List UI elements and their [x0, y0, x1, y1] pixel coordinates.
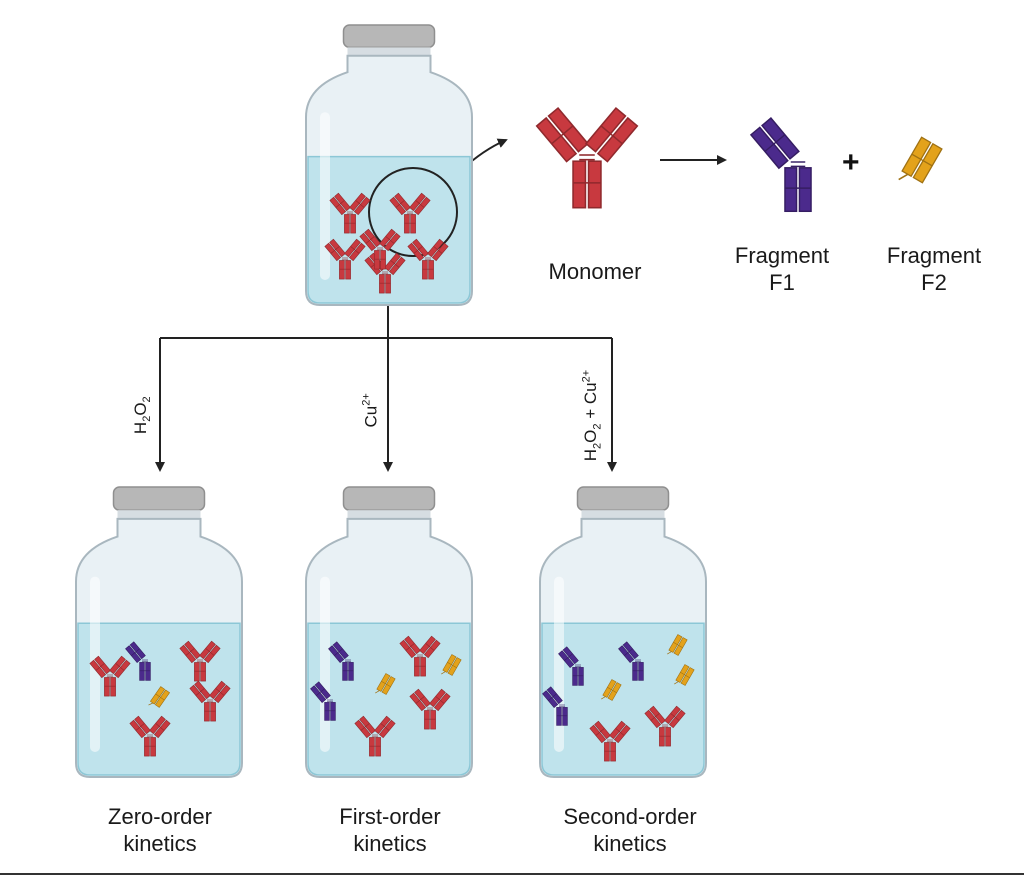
- reagent-combo-sub1: 2: [591, 442, 604, 449]
- bottle-cap: [576, 486, 670, 511]
- zero-antibody-3: [189, 680, 231, 722]
- monomer-antibody: [535, 106, 639, 209]
- source-antibody-4: [407, 238, 449, 280]
- source-antibody-0: [329, 192, 371, 234]
- bottle-cap: [112, 486, 206, 511]
- zero-antibody-1: [179, 640, 221, 682]
- kinetics-label-zero: Zero-order kinetics: [70, 803, 250, 857]
- kinetics-label-second: Second-order kinetics: [530, 803, 730, 857]
- fragment-f1-label-line1: Fragment: [734, 243, 830, 268]
- first-f2-1: [375, 673, 396, 695]
- zero-antibody-2: [129, 715, 171, 757]
- reagent-h2o2-sub1: 2: [141, 415, 154, 422]
- kinetics-second-line1: Second-order: [563, 804, 697, 829]
- reagent-combo-o: O: [581, 429, 601, 443]
- bottle-neck-ring: [581, 510, 665, 521]
- zoom-circle: [368, 167, 458, 257]
- fragment-f2-label-line1: Fragment: [886, 243, 982, 268]
- source-antibody-1: [389, 192, 431, 234]
- reagent-h2o2-sub2: 2: [141, 396, 154, 403]
- fragment-f1-label-line2: F1: [769, 270, 795, 295]
- fragment-f2-shape: [898, 136, 943, 184]
- second-f2-0: [667, 634, 688, 656]
- kinetics-first-line2: kinetics: [353, 831, 427, 856]
- second-f1-0: [558, 646, 584, 686]
- first-antibody-2: [354, 715, 396, 757]
- second-antibody-1: [644, 705, 686, 747]
- zero-f2-0: [148, 686, 171, 708]
- first-f1-0: [328, 641, 354, 681]
- fragment-f1-label: Fragment F1: [712, 242, 852, 296]
- second-f2-2: [601, 679, 622, 701]
- first-antibody-1: [409, 688, 451, 730]
- reagent-combo-h: H: [581, 448, 601, 462]
- bottle-neck-ring: [117, 510, 201, 521]
- bottle-cap: [342, 24, 436, 49]
- reagent-label-cu: Cu2+: [361, 385, 382, 435]
- fragment-f1-shape: [749, 117, 812, 213]
- reagent-h2o2-o: O: [130, 402, 150, 416]
- bottle-liquid: [307, 622, 471, 776]
- bottle-neck-ring: [347, 47, 431, 58]
- kinetics-first-line1: First-order: [339, 804, 441, 829]
- kinetics-label-first: First-order kinetics: [300, 803, 480, 857]
- first-f2-0: [441, 654, 462, 676]
- second-antibody-0: [589, 720, 631, 762]
- reagent-combo-cu: + Cu: [581, 382, 601, 424]
- zero-f1-0: [125, 641, 151, 681]
- reagent-label-combo: H2O2 + Cu2+: [580, 356, 603, 476]
- second-f2-1: [674, 664, 695, 686]
- source-antibody-5: [359, 228, 401, 270]
- plus-sign: +: [842, 146, 860, 179]
- kinetics-zero-line1: Zero-order: [108, 804, 212, 829]
- reagent-label-h2o2: H2O2: [131, 385, 153, 445]
- reagent-combo-sub2: 2: [591, 423, 604, 430]
- reagent-h2o2-h: H: [130, 421, 150, 435]
- second-f1-2: [542, 686, 568, 726]
- fragment-f2-label-line2: F2: [921, 270, 947, 295]
- second-f1-1: [618, 641, 644, 681]
- kinetics-zero-line2: kinetics: [123, 831, 197, 856]
- reagent-cu-main: Cu: [361, 405, 381, 428]
- monomer-label: Monomer: [548, 259, 642, 284]
- first-f1-1: [310, 681, 336, 721]
- reagent-combo-sup: 2+: [580, 369, 593, 383]
- first-antibody-0: [399, 635, 441, 677]
- bottle-neck-ring: [347, 510, 431, 521]
- zero-antibody-0: [89, 655, 131, 697]
- source-antibody-2: [324, 238, 366, 280]
- bottle-first-order: [305, 486, 473, 778]
- bottle-highlight: [320, 112, 330, 280]
- reagent-cu-sup: 2+: [360, 393, 373, 406]
- fragment-f2-label: Fragment F2: [864, 242, 1004, 296]
- bottle-cap: [342, 486, 436, 511]
- kinetics-second-line2: kinetics: [593, 831, 667, 856]
- bottle-highlight: [320, 576, 330, 752]
